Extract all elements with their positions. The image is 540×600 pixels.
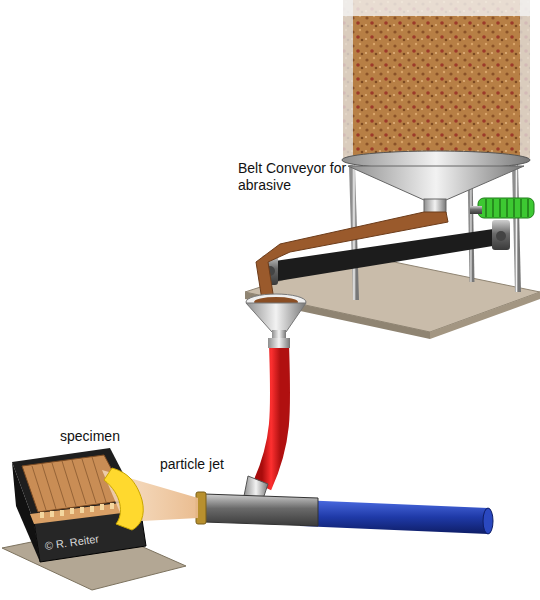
nozzle-body — [204, 494, 318, 526]
hopper-leg — [515, 165, 518, 292]
drive-gear — [478, 198, 534, 218]
air-hose — [300, 500, 488, 534]
hopper-glass — [520, 0, 530, 158]
part-label: particle jet — [160, 456, 224, 473]
feed-hose — [262, 344, 280, 486]
part-label: specimen — [60, 428, 120, 445]
gear-shaft — [470, 206, 482, 214]
base-plate-edge — [430, 292, 540, 339]
hopper-glass — [343, 0, 353, 158]
hopper-glass — [343, 0, 530, 16]
abrasive-hopper — [343, 0, 530, 158]
conveyor-belt — [268, 228, 505, 282]
specimen-edge — [30, 502, 130, 524]
gear-teeth — [486, 199, 528, 217]
specimen-teeth — [40, 503, 114, 518]
specimen-texture — [32, 457, 106, 510]
roller-bracket — [492, 220, 510, 250]
feed-funnel — [246, 303, 306, 332]
air-hose-end — [483, 508, 493, 534]
hopper-funnel — [348, 166, 524, 200]
hose-clamp — [268, 338, 290, 348]
hopper-spout — [424, 199, 446, 213]
abrasive-stream — [256, 212, 448, 300]
impact-zone — [104, 468, 143, 530]
part-label: Belt Conveyor for abrasive — [238, 160, 356, 194]
roller-axle — [496, 231, 506, 241]
